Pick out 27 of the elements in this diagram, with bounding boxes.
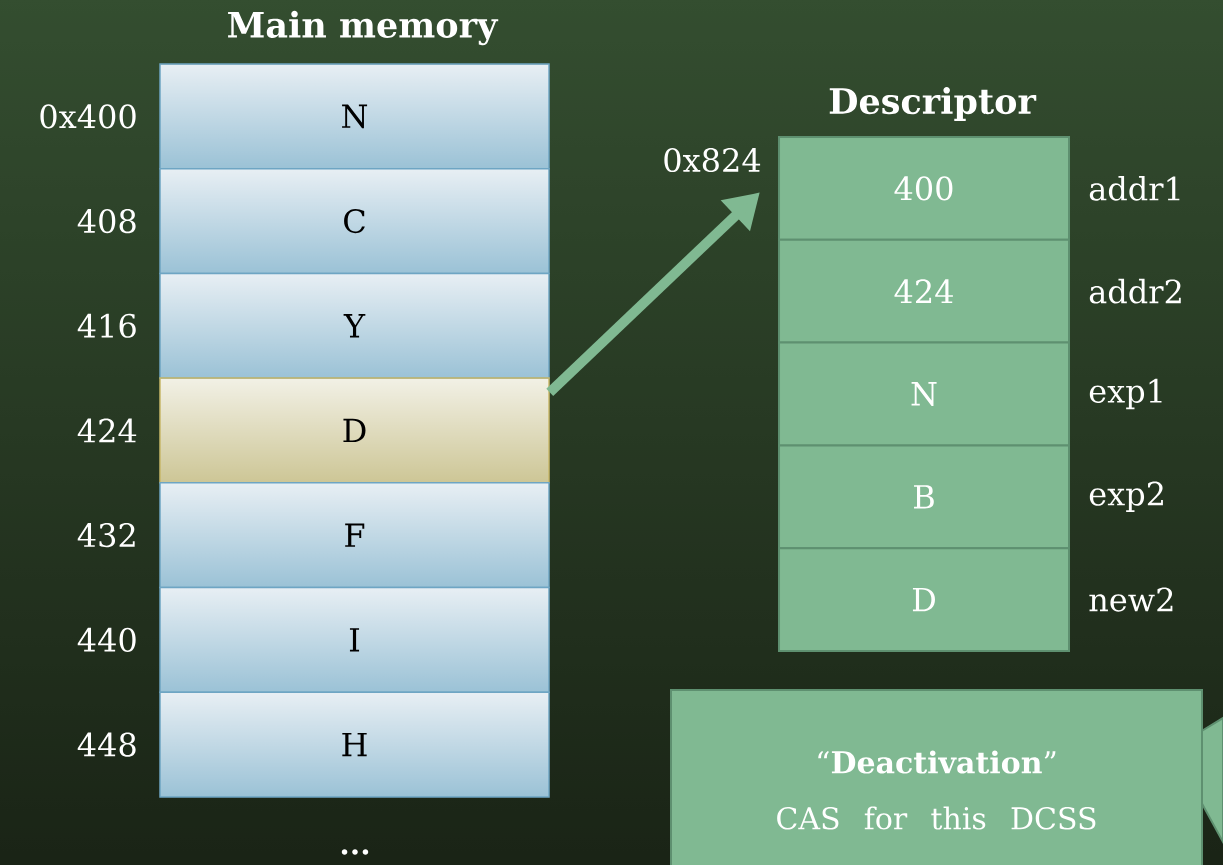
descriptor-cell: B — [778, 444, 1070, 550]
descriptor-cell: D — [778, 547, 1070, 652]
descriptor-cell: 400 — [778, 136, 1070, 241]
address-label: 440 — [77, 627, 136, 652]
field-label: new2 — [1089, 587, 1173, 612]
memory-cell: Y — [159, 272, 550, 379]
descriptor-cell: N — [778, 341, 1070, 447]
address-label: 448 — [77, 732, 136, 757]
address-label: 408 — [77, 208, 136, 234]
address-label: 424 — [77, 418, 137, 443]
memory-cell: D — [159, 377, 550, 484]
descriptor-cell: 424 — [778, 238, 1070, 344]
field-label: exp2 — [1089, 481, 1163, 512]
memory-cell: C — [159, 167, 550, 275]
memory-cell: H — [159, 691, 550, 798]
memory-cell: N — [159, 63, 550, 170]
ellipsis: ... — [341, 849, 369, 855]
field-label: addr1 — [1089, 176, 1180, 201]
address-label: 0x824 — [664, 147, 761, 173]
address-label: 416 — [77, 313, 136, 338]
memory-cell: F — [159, 482, 550, 589]
memory-cell: I — [159, 586, 550, 693]
address-label: 432 — [77, 523, 135, 548]
callout-box: “Deactivation” CAS for this DCSS — [670, 689, 1223, 865]
address-label: 0x400 — [40, 104, 136, 129]
field-label: exp1 — [1089, 378, 1162, 410]
field-label: addr2 — [1089, 278, 1181, 304]
